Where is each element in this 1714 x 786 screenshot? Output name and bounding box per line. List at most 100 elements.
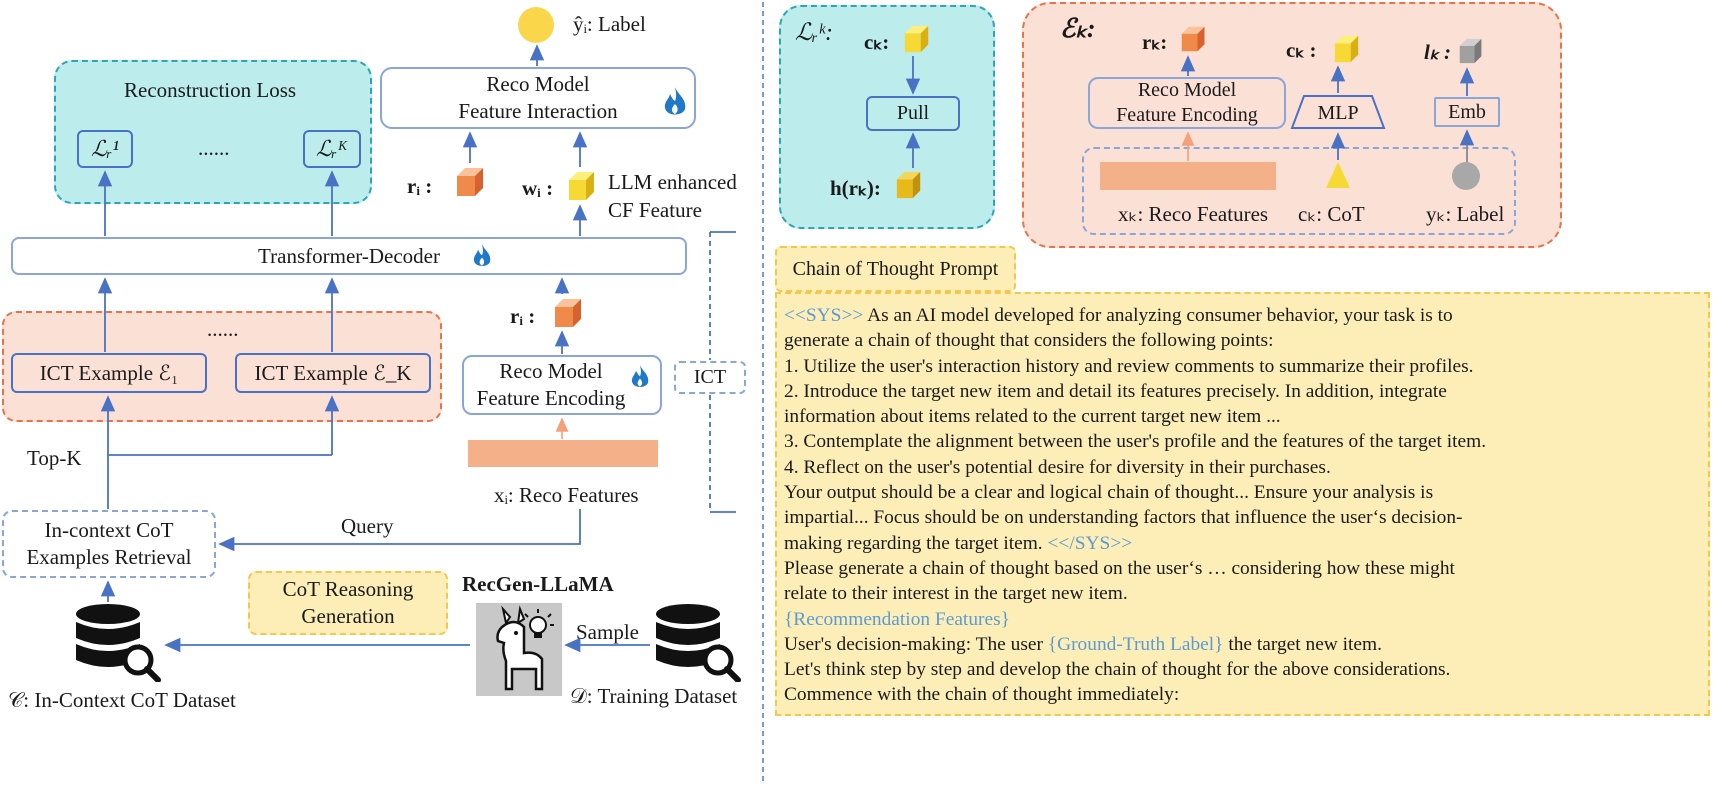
topk-label: Top-K [27,446,82,470]
emb-box: Emb [1434,97,1500,127]
ri-label-encoder: rᵢ : [510,304,536,328]
cot-generation-line2: Generation [301,604,395,628]
ict-example-k-box: ICT Example ℰ_K [235,353,431,393]
ek-ck-label: cₖ : [1286,38,1317,62]
prompt-line-6: 3. Contemplate the alignment between the… [784,431,1487,453]
ek-xk-label: xₖ: Reco Features [1118,202,1269,226]
mlp-label: MLP [1317,101,1359,124]
loss-dots: ...... [198,136,230,160]
sys-close-tag: <</SYS>> [1047,532,1133,554]
hrk-label: h(rₖ): [830,176,881,200]
database-d-icon [652,602,742,683]
feature-interaction-line1: Reco Model [486,71,590,96]
feature-interaction-line2: Feature Interaction [458,99,618,123]
label-dot [1452,162,1480,190]
ek-rk-label: rₖ: [1142,30,1168,54]
output-label: ŷᵢ: Label [573,12,646,36]
ri-cube-encoder [553,297,585,334]
rk-cube [1180,24,1208,59]
loss-1-box: ℒᵣ¹ [77,130,133,168]
wi-cube [567,170,597,207]
emb-label: Emb [1448,100,1486,123]
query-label: Query [341,514,394,538]
feature-encoding-line1: Reco Model [499,358,603,383]
llama-icon [476,603,562,696]
ict-example-k-label: ICT Example ℰ_K [254,360,412,385]
ek-feature-encoding-line2: Feature Encoding [1116,104,1258,126]
prompt-line-14: Let's think step by step and develop the… [784,659,1451,681]
transformer-decoder-box: Transformer-Decoder [11,237,687,275]
loss-k-box: ℒᵣᴷ [303,130,361,168]
ek-cot-label: cₖ: CoT [1298,202,1365,226]
reconstruction-loss-title: Reconstruction Loss [124,78,297,102]
retrieval-line1: In-context CoT [44,517,174,542]
sys-open-tag: <<SYS>> [784,305,864,326]
prompt-line-5: information about items related to the c… [784,406,1281,428]
gt-label-tag: {Ground-Truth Label} [1047,633,1224,655]
ek-yk-label: yₖ: Label [1426,202,1505,226]
prompt-rec-features: {Recommendation Features} [784,608,1010,630]
retrieval-box: In-context CoT Examples Retrieval [2,510,216,578]
ict-dots: ...... [207,317,239,341]
transformer-decoder-label: Transformer-Decoder [258,243,440,268]
ek-feature-encoding-line1: Reco Model [1137,79,1237,101]
prompt-title: Chain of Thought Prompt [792,257,999,280]
label-circle [518,7,554,43]
prompt-line-1: <<SYS>> As an AI model developed for ana… [784,305,1453,326]
arrow-query [218,509,581,552]
ek-inputs-panel [1082,147,1516,235]
pull-box: Pull [866,96,960,131]
prompt-line-8: Your output should be a clear and logica… [784,482,1434,504]
hrk-cube [895,170,923,205]
flame-icon [628,364,652,390]
dataset-d-label: 𝒟: Training Dataset [570,684,738,708]
prompt-title-box: Chain of Thought Prompt [775,246,1016,292]
ek-title: ℰₖ: [1060,14,1096,43]
prompt-line-7: 4. Reflect on the user's potential desir… [784,456,1331,478]
ict-tag: ICT [674,361,746,394]
lrk-title: ℒᵣᵏ: [795,20,833,46]
ck-cube [903,24,931,59]
prompt-line-2: generate a chain of thought that conside… [784,330,1274,352]
recgen-llama-title: RecGen-LLaMA [462,572,614,596]
prompt-body: <<SYS>> As an AI model developed for ana… [775,292,1710,716]
flame-icon [660,86,690,118]
cot-generation-box: CoT Reasoning Generation [248,571,448,635]
feature-encoding-line2: Feature Encoding [476,386,626,410]
ict-example-1-box: ICT Example ℰ₁ [11,353,207,393]
mlp-trapezoid [1290,94,1386,130]
lrk-ck-label: cₖ: [864,30,890,54]
lk-cube [1458,36,1484,71]
reco-features-bar [468,440,658,467]
database-c-icon [72,602,162,683]
prompt-line-3: 1. Utilize the user's interaction histor… [784,355,1474,377]
ek-ck-cube [1333,34,1361,69]
ek-feature-encoding-box: Reco Model Feature Encoding [1088,77,1286,129]
pull-label: Pull [896,102,930,124]
ek-lk-label: lₖ : [1424,40,1452,64]
llm-enhanced-line1: LLM enhanced [608,170,737,194]
dataset-c-label: 𝒞: In-Context CoT Dataset [8,688,236,712]
feature-encoding-box: Reco Model Feature Encoding [462,355,662,415]
prompt-line-9: impartial... Focus should be on understa… [784,507,1463,529]
prompt-line-10: making regarding the target item. <</SYS… [784,532,1133,554]
llm-enhanced-line2: CF Feature [608,198,702,222]
feature-interaction-box: Reco Model Feature Interaction [380,67,696,129]
prompt-line-11: Please generate a chain of thought based… [784,557,1455,579]
sample-label: Sample [576,620,639,644]
prompt-line-12: relate to their interest in the target n… [784,583,1128,605]
ek-reco-features-bar [1100,162,1276,190]
wi-label: wᵢ : [522,176,554,200]
prompt-line-13: User's decision-making: The user {Ground… [784,633,1382,655]
cot-triangle [1324,160,1352,195]
ict-tag-label: ICT [693,366,727,388]
ri-cube [455,166,487,203]
retrieval-line2: Examples Retrieval [26,545,192,569]
cot-generation-line1: CoT Reasoning [282,576,414,601]
reco-features-label: xᵢ: Reco Features [494,483,639,507]
prompt-line-15: Commence with the chain of thought immed… [784,684,1180,706]
ri-label: rᵢ : [407,174,433,198]
prompt-line-4: 2. Introduce the target new item and det… [784,380,1447,402]
